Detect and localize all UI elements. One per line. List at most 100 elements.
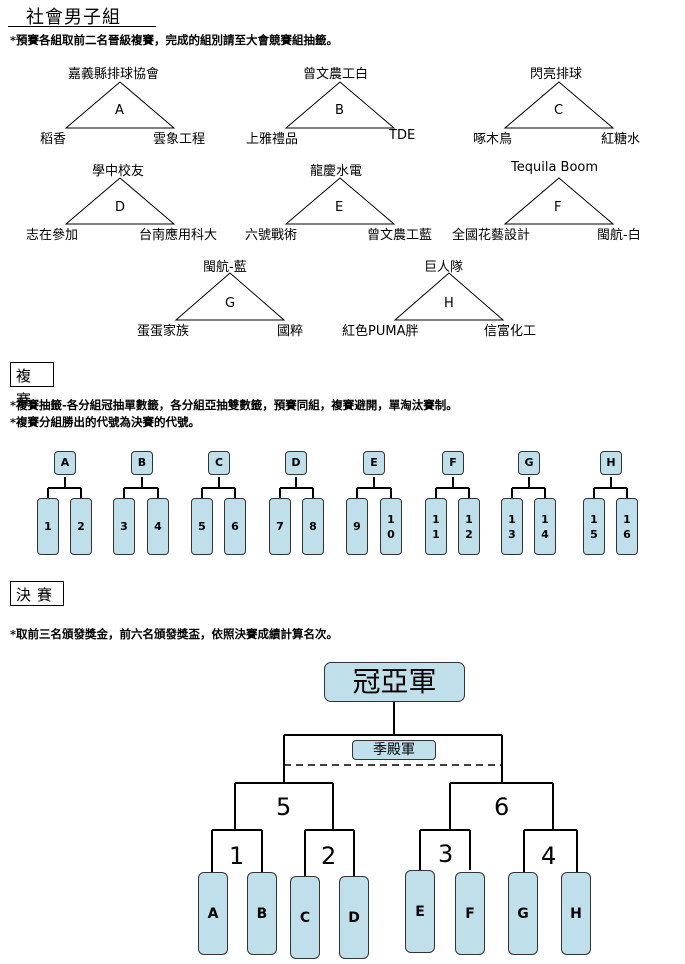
final-team-e: E	[405, 870, 435, 953]
third-place-box: 季殿軍	[352, 740, 436, 760]
final-team-a: A	[198, 872, 228, 955]
triangle-group-h	[393, 272, 505, 321]
connector-quarter-2	[304, 829, 355, 876]
group-f-left-team: 全國花藝設計	[452, 228, 531, 243]
page-title: 社會男子組	[26, 7, 121, 28]
quarter-number-3: 3	[438, 840, 454, 868]
semifinal-head-a: A	[54, 451, 76, 475]
triangle-group-e	[284, 177, 396, 225]
group-f-top-team: Tequila Boom	[511, 160, 599, 175]
group-c-top-team: 閃亮排球	[530, 67, 583, 82]
group-b-right-team: TDE	[389, 128, 416, 143]
group-b-letter: B	[335, 103, 344, 118]
final-team-c: C	[290, 876, 320, 959]
group-b-left-team: 上雅禮品	[246, 132, 299, 147]
semifinal-slot-10: 10	[380, 498, 402, 555]
semifinal-head-c: C	[208, 451, 230, 475]
semifinal-slot-1: 1	[37, 498, 59, 555]
connector-quarter-4	[523, 829, 578, 872]
semifinal-slot-5: 5	[191, 498, 213, 555]
semifinal-head-h: H	[600, 451, 622, 475]
group-a-right-team: 雲象工程	[153, 132, 206, 147]
triangle-group-d	[64, 177, 176, 225]
prelim-triangles	[64, 81, 615, 321]
semifinal-slot-7: 7	[269, 498, 291, 555]
final-team-h: H	[561, 872, 591, 955]
semifinal-section-label: 複賽	[10, 362, 54, 409]
semifinal-slot-15: 15	[583, 498, 605, 555]
group-g-left-team: 蛋蛋家族	[137, 324, 190, 339]
semifinal-slot-4: 4	[147, 498, 169, 555]
group-a-letter: A	[115, 103, 124, 118]
group-h-letter: H	[444, 296, 454, 311]
semifinal-slot-11: 11	[425, 498, 447, 555]
final-team-d: D	[339, 876, 369, 959]
connector-quarter-1	[211, 829, 263, 872]
group-a-left-team: 稻香	[40, 132, 67, 147]
triangle-group-c	[503, 81, 615, 129]
quarter-number-1: 1	[229, 842, 245, 870]
group-f-right-team: 閩航-白	[597, 228, 641, 243]
semi-number-5: 5	[276, 793, 292, 821]
semifinal-slot-6: 6	[224, 498, 246, 555]
group-e-left-team: 六號戰術	[245, 228, 298, 243]
semifinal-head-f: F	[442, 451, 464, 475]
group-g-top-team: 閩航-藍	[203, 260, 247, 275]
semifinal-connectors	[47, 477, 628, 498]
connector-semi-6	[449, 782, 554, 830]
triangle-group-b	[284, 81, 396, 129]
connector-quarter-3	[419, 829, 471, 870]
group-d-letter: D	[115, 200, 126, 215]
semifinal-head-d: D	[285, 451, 307, 475]
champion-box: 冠亞軍	[324, 662, 465, 702]
final-team-b: B	[247, 872, 277, 955]
final-section-label: 決賽	[10, 581, 64, 606]
final-team-g: G	[508, 872, 538, 955]
triangle-group-a	[64, 81, 176, 129]
semifinal-head-e: E	[363, 451, 385, 475]
group-g-right-team: 國粹	[277, 324, 304, 339]
triangle-group-f	[503, 177, 615, 225]
group-c-left-team: 啄木鳥	[473, 132, 513, 147]
quarter-number-4: 4	[541, 842, 557, 870]
connector-semi-5	[234, 782, 334, 830]
group-d-left-team: 志在參加	[26, 228, 79, 243]
semifinal-head-b: B	[131, 451, 153, 475]
group-h-right-team: 信富化工	[484, 324, 537, 339]
prelim-note: *預賽各組取前二名晉級複賽，完成的組別請至大會競賽組抽籤。	[10, 33, 339, 47]
connector-g	[511, 477, 546, 498]
semifinal-slot-8: 8	[302, 498, 324, 555]
semifinal-slot-13: 13	[501, 498, 523, 555]
connector-b	[123, 477, 159, 498]
group-g-letter: G	[225, 296, 236, 311]
group-e-letter: E	[335, 200, 344, 215]
title-underline	[8, 26, 156, 27]
group-h-top-team: 巨人隊	[424, 260, 464, 275]
semifinal-slot-9: 9	[346, 498, 368, 555]
triangle-group-g	[174, 272, 286, 321]
connector-f	[435, 477, 470, 498]
connector-d	[279, 477, 314, 498]
semifinal-note-2: *複賽分組勝出的代號為決賽的代號。	[10, 415, 201, 429]
group-d-top-team: 學中校友	[92, 164, 145, 179]
group-f-letter: F	[554, 200, 562, 215]
semifinal-note-1: *複賽抽籤-各分組冠抽單數籤，各分組亞抽雙數籤，預賽同組，複賽避開，單淘汰賽制。	[10, 398, 458, 412]
semifinal-head-g: G	[518, 451, 540, 475]
group-c-letter: C	[554, 103, 564, 118]
connector-champion	[283, 702, 503, 783]
group-h-left-team: 紅色PUMA胖	[342, 324, 419, 339]
group-e-top-team: 龍慶水電	[310, 164, 363, 179]
final-team-f: F	[455, 872, 485, 955]
group-d-right-team: 台南應用科大	[139, 228, 218, 243]
group-e-right-team: 曾文農工藍	[367, 228, 433, 243]
connector-h	[593, 477, 628, 498]
semifinal-slot-12: 12	[458, 498, 480, 555]
semifinal-slot-2: 2	[70, 498, 92, 555]
connector-e	[356, 477, 392, 498]
semifinal-slot-16: 16	[616, 498, 638, 555]
group-c-right-team: 紅糖水	[601, 132, 641, 147]
semifinal-slot-14: 14	[534, 498, 556, 555]
semifinal-slot-3: 3	[113, 498, 135, 555]
